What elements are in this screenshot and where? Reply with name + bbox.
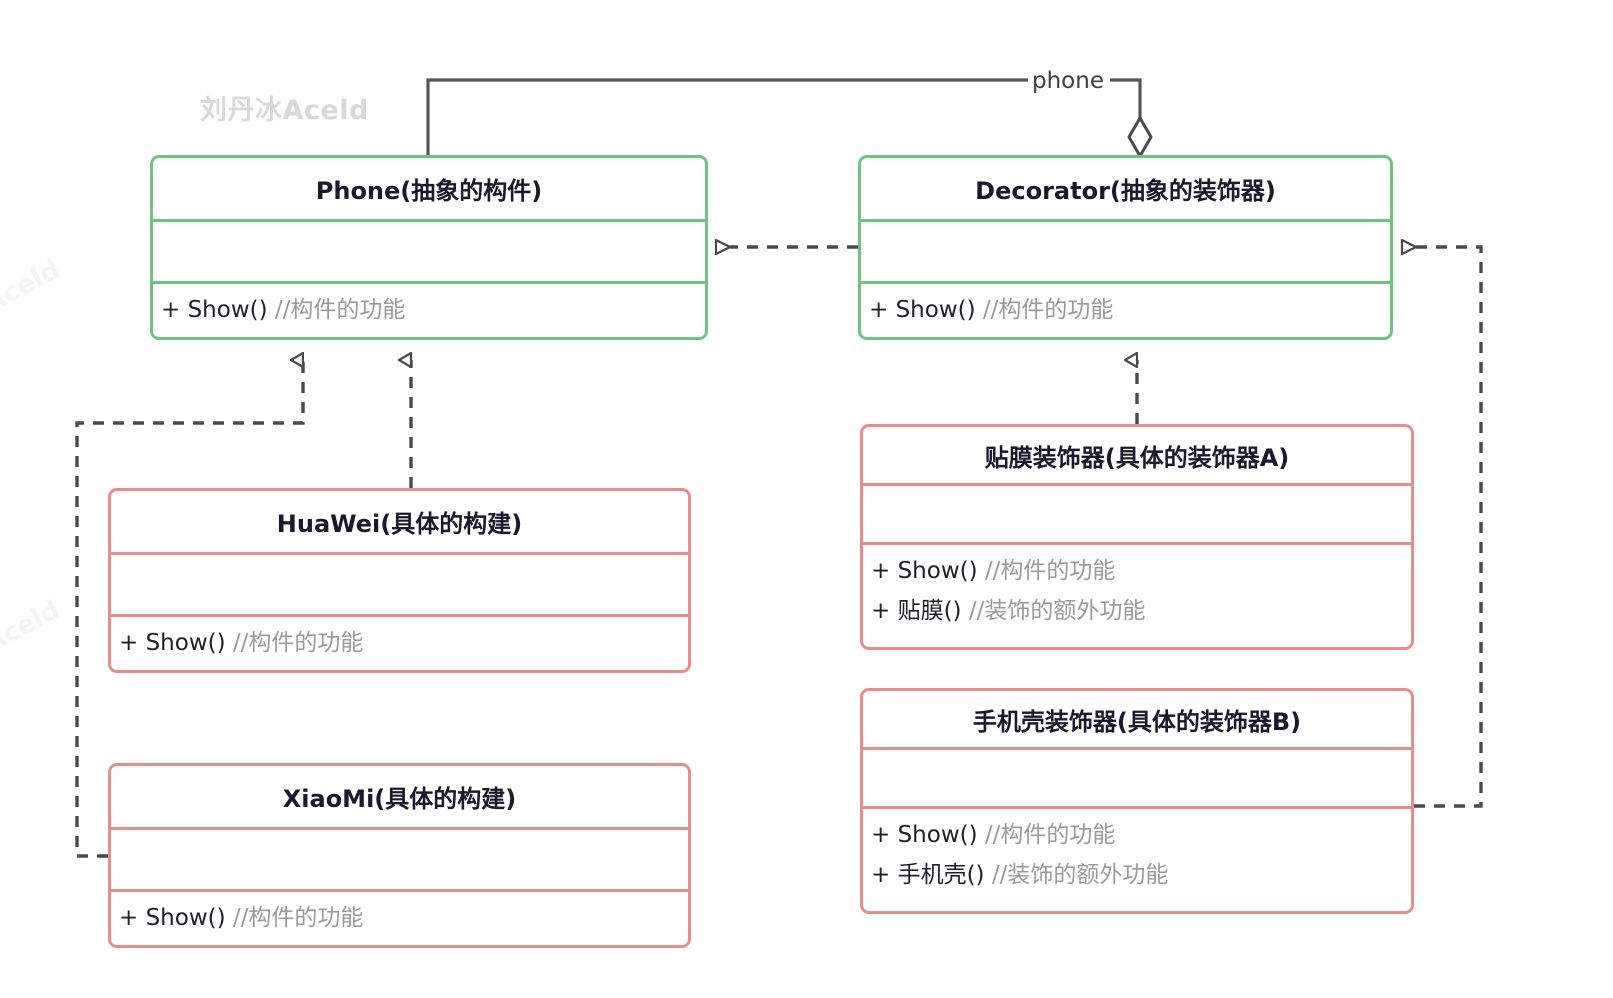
method-signature: + Show() bbox=[119, 630, 233, 656]
class-box-decorator[interactable]: Decorator(抽象的装饰器) + Show() //构件的功能 bbox=[858, 155, 1393, 340]
class-methods-huawei: + Show() //构件的功能 bbox=[111, 614, 688, 670]
watermark-author: 刘丹冰Aceld bbox=[200, 95, 369, 126]
method-row: + 手机壳() //装饰的额外功能 bbox=[871, 855, 1411, 895]
method-row: + Show() //构件的功能 bbox=[869, 290, 1390, 330]
method-row: + Show() //构件的功能 bbox=[871, 815, 1411, 855]
aggregation-link-phone bbox=[426, 78, 1153, 159]
method-comment: //构件的功能 bbox=[984, 822, 1116, 848]
class-title-decorator-a: 贴膜装饰器(具体的装饰器A) bbox=[984, 443, 1290, 472]
method-comment: //构件的功能 bbox=[232, 630, 364, 656]
method-signature: + Show() bbox=[119, 905, 233, 931]
class-box-decorator-a[interactable]: 贴膜装饰器(具体的装饰器A) + Show() //构件的功能 + 贴膜() /… bbox=[860, 424, 1414, 650]
class-box-huawei[interactable]: HuaWei(具体的构建) + Show() //构件的功能 bbox=[108, 488, 691, 673]
class-methods-decorator-b: + Show() //构件的功能 + 手机壳() //装饰的额外功能 bbox=[863, 806, 1411, 911]
method-signature: + Show() bbox=[161, 297, 275, 323]
class-title-phone: Phone(抽象的构件) bbox=[315, 177, 543, 205]
class-attributes-huawei bbox=[111, 552, 688, 614]
method-signature: + 贴膜() bbox=[871, 598, 969, 624]
class-attributes-xiaomi bbox=[111, 827, 688, 889]
class-title-decorator-b: 手机壳装饰器(具体的装饰器B) bbox=[972, 707, 1302, 736]
class-title-huawei: HuaWei(具体的构建) bbox=[276, 510, 523, 538]
aggregation-diamond bbox=[1127, 115, 1153, 159]
method-comment: //构件的功能 bbox=[984, 558, 1116, 584]
class-attributes-phone bbox=[153, 219, 705, 281]
method-signature: + Show() bbox=[871, 822, 985, 848]
method-signature: + Show() bbox=[869, 297, 983, 323]
class-methods-phone: + Show() //构件的功能 bbox=[153, 281, 705, 337]
method-comment: //装饰的额外功能 bbox=[968, 598, 1146, 624]
method-signature: + Show() bbox=[871, 558, 985, 584]
class-box-phone[interactable]: Phone(抽象的构件) + Show() //构件的功能 bbox=[150, 155, 708, 340]
class-title-xiaomi: XiaoMi(具体的构建) bbox=[282, 785, 517, 813]
class-attributes-decorator-a bbox=[863, 483, 1411, 542]
class-attributes-decorator bbox=[861, 219, 1390, 281]
method-row: + Show() //构件的功能 bbox=[119, 898, 688, 938]
class-title-decorator: Decorator(抽象的装饰器) bbox=[975, 177, 1276, 205]
class-box-decorator-b[interactable]: 手机壳装饰器(具体的装饰器B) + Show() //构件的功能 + 手机壳()… bbox=[860, 688, 1414, 914]
realization-decoratorb-to-decorator bbox=[1414, 247, 1483, 808]
method-comment: //构件的功能 bbox=[232, 905, 364, 931]
generalization-xiaomi-to-phone bbox=[75, 360, 305, 858]
class-methods-xiaomi: + Show() //构件的功能 bbox=[111, 889, 688, 945]
class-methods-decorator-a: + Show() //构件的功能 + 贴膜() //装饰的额外功能 bbox=[863, 542, 1411, 647]
class-attributes-decorator-b bbox=[863, 747, 1411, 806]
method-row: + Show() //构件的功能 bbox=[161, 290, 705, 330]
method-row: + 贴膜() //装饰的额外功能 bbox=[871, 591, 1411, 631]
method-comment: //装饰的额外功能 bbox=[991, 862, 1169, 888]
method-row: + Show() //构件的功能 bbox=[871, 551, 1411, 591]
aggregation-role-label: phone bbox=[1028, 68, 1108, 94]
method-comment: //构件的功能 bbox=[982, 297, 1114, 323]
method-comment: //构件的功能 bbox=[274, 297, 406, 323]
method-signature: + 手机壳() bbox=[871, 862, 992, 888]
class-box-xiaomi[interactable]: XiaoMi(具体的构建) + Show() //构件的功能 bbox=[108, 763, 691, 948]
method-row: + Show() //构件的功能 bbox=[119, 623, 688, 663]
class-methods-decorator: + Show() //构件的功能 bbox=[861, 281, 1390, 337]
